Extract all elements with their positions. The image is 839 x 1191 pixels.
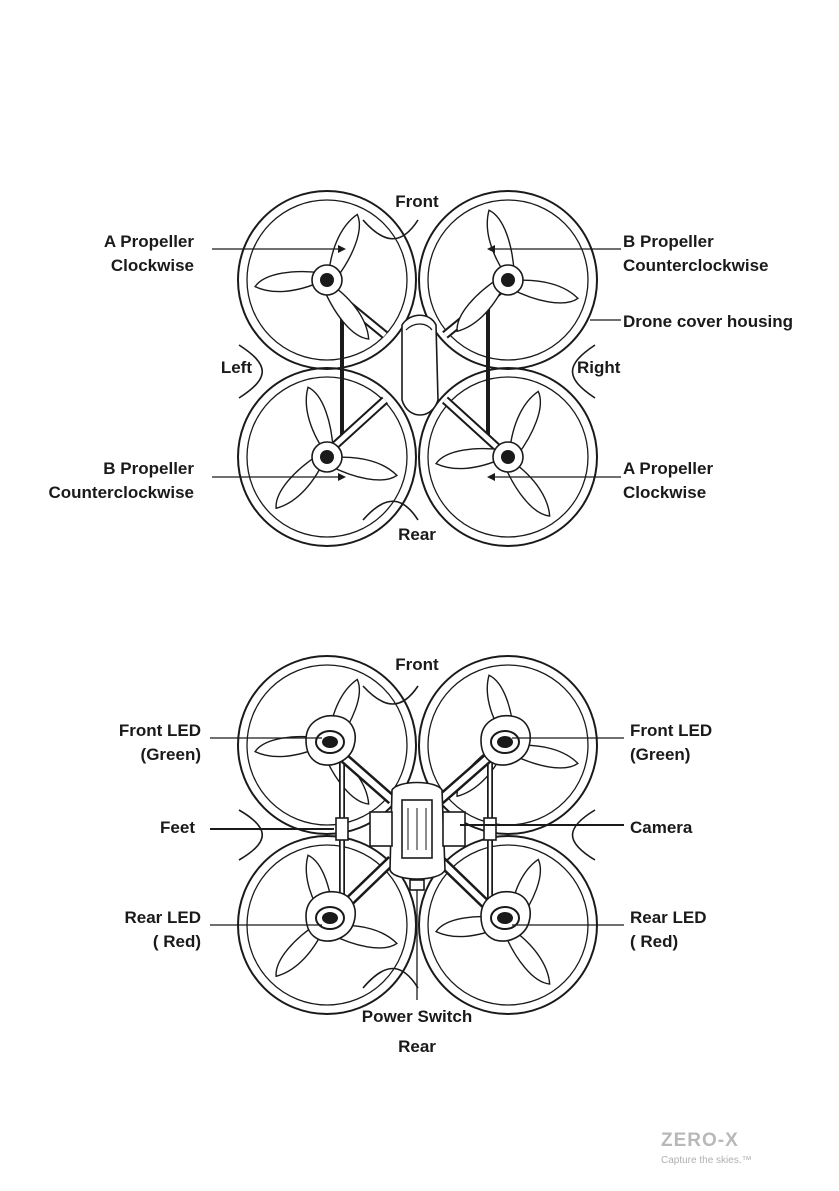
- top-right-rotation-label: Counterclockwise: [623, 256, 769, 275]
- front-led-left-color: (Green): [141, 745, 201, 764]
- motor-bottom-left: [312, 442, 342, 472]
- rear-led-left-label: Rear LED: [124, 908, 201, 927]
- bottom-rear-label: Rear: [398, 1037, 436, 1056]
- rear-led-right-label: Rear LED: [630, 908, 707, 927]
- foot-right: [484, 818, 496, 840]
- motor-bottom-right: [493, 442, 523, 472]
- bottom-right-rotation-label: Clockwise: [623, 483, 706, 502]
- power-switch-label: Power Switch: [362, 1007, 473, 1026]
- top-left-propeller-label: A Propeller: [104, 232, 194, 251]
- front-led-right-label: Front LED: [630, 721, 712, 740]
- brand-wordmark: ZERO-X: [661, 1130, 739, 1151]
- motor-top-right: [493, 265, 523, 295]
- foot-left: [336, 818, 348, 840]
- brand-tagline: Capture the skies.™: [661, 1155, 752, 1166]
- top-rear-label: Rear: [398, 525, 436, 544]
- bottom-right-propeller-label: A Propeller: [623, 459, 713, 478]
- front-led-left-label: Front LED: [119, 721, 201, 740]
- top-left-rotation-label: Clockwise: [111, 256, 194, 275]
- motor-top-left: [312, 265, 342, 295]
- rear-led-right: [481, 892, 530, 941]
- front-led-right-color: (Green): [630, 745, 690, 764]
- power-switch: [410, 880, 424, 890]
- rear-led-left-color: ( Red): [153, 932, 201, 951]
- top-drone-illustration: [237, 189, 597, 546]
- cover-housing-label: Drone cover housing: [623, 312, 793, 331]
- front-led-left: [306, 716, 355, 765]
- rear-led-right-color: ( Red): [630, 932, 678, 951]
- feet-label: Feet: [160, 818, 195, 837]
- top-right-propeller-label: B Propeller: [623, 232, 714, 251]
- left-label: Left: [221, 358, 253, 377]
- drone-body: [402, 315, 438, 415]
- front-led-right: [481, 716, 530, 765]
- zero-x-logo: ZERO-X Capture the skies.™: [661, 1130, 752, 1166]
- rear-led-left: [306, 892, 355, 941]
- top-front-label: Front: [395, 192, 439, 211]
- bottom-front-label: Front: [395, 655, 439, 674]
- right-label: Right: [577, 358, 621, 377]
- bottom-left-propeller-label: B Propeller: [103, 459, 194, 478]
- camera-label: Camera: [630, 818, 693, 837]
- bottom-left-rotation-label: Counterclockwise: [49, 483, 195, 502]
